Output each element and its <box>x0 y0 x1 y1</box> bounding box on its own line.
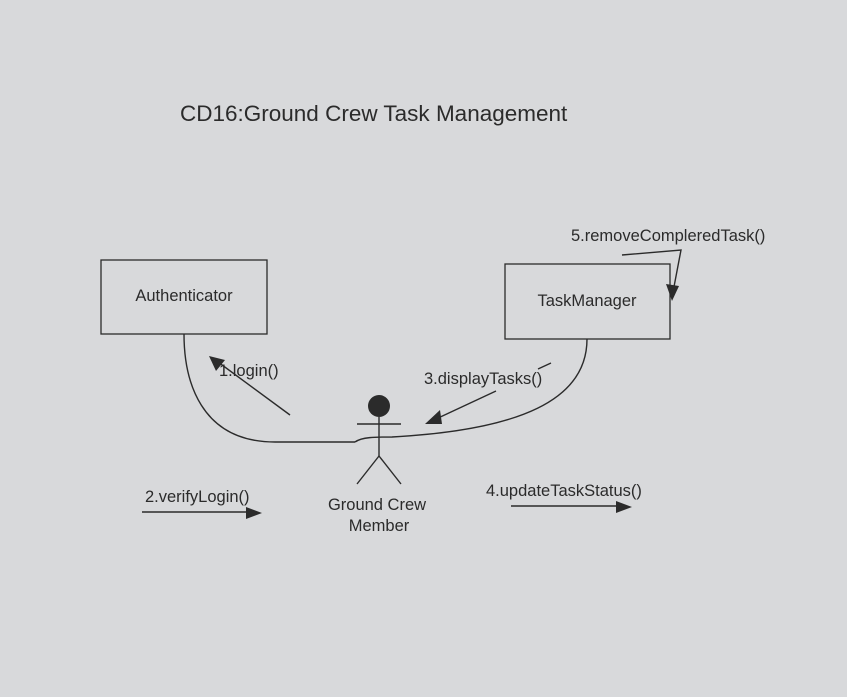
actor-head <box>368 395 390 417</box>
message-5-arrow-line <box>621 249 682 293</box>
message-3-tick <box>537 362 552 370</box>
message-4-update-task-status: 4.updateTaskStatus() <box>486 482 642 513</box>
actor-right-leg <box>378 455 402 485</box>
message-5-arrowhead <box>666 284 679 301</box>
authenticator-label: Authenticator <box>135 287 233 305</box>
link-actor-authenticator <box>183 333 355 443</box>
ground-crew-member-actor[interactable]: Ground Crew Member <box>328 395 426 535</box>
task-manager-object[interactable]: TaskManager <box>504 263 671 340</box>
authenticator-object[interactable]: Authenticator <box>100 259 268 335</box>
message-5-remove-completed-task: 5.removeCompleredTask() <box>571 227 765 301</box>
message-1-label: 1.login() <box>219 362 279 380</box>
message-1-arrow-line <box>217 361 291 416</box>
message-3-label: 3.displayTasks() <box>424 370 542 388</box>
actor-left-leg <box>356 455 380 485</box>
message-2-arrowhead <box>246 507 262 519</box>
message-5-label: 5.removeCompleredTask() <box>571 227 765 245</box>
message-3-display-tasks: 3.displayTasks() <box>424 362 552 424</box>
actor-label-line2: Member <box>349 517 410 535</box>
message-3-arrowhead <box>425 410 442 424</box>
message-1-arrowhead <box>209 356 225 371</box>
message-4-arrowhead <box>616 501 632 513</box>
message-3-arrow-line <box>435 390 497 420</box>
message-2-label: 2.verifyLogin() <box>145 488 250 506</box>
message-1-login: 1.login() <box>209 356 291 416</box>
message-2-verify-login: 2.verifyLogin() <box>142 488 262 519</box>
link-actor-taskmanager <box>354 338 588 443</box>
actor-label-line1: Ground Crew <box>328 496 426 514</box>
task-manager-label: TaskManager <box>537 292 637 310</box>
diagram-title: CD16:Ground Crew Task Management <box>180 101 568 126</box>
message-4-label: 4.updateTaskStatus() <box>486 482 642 500</box>
